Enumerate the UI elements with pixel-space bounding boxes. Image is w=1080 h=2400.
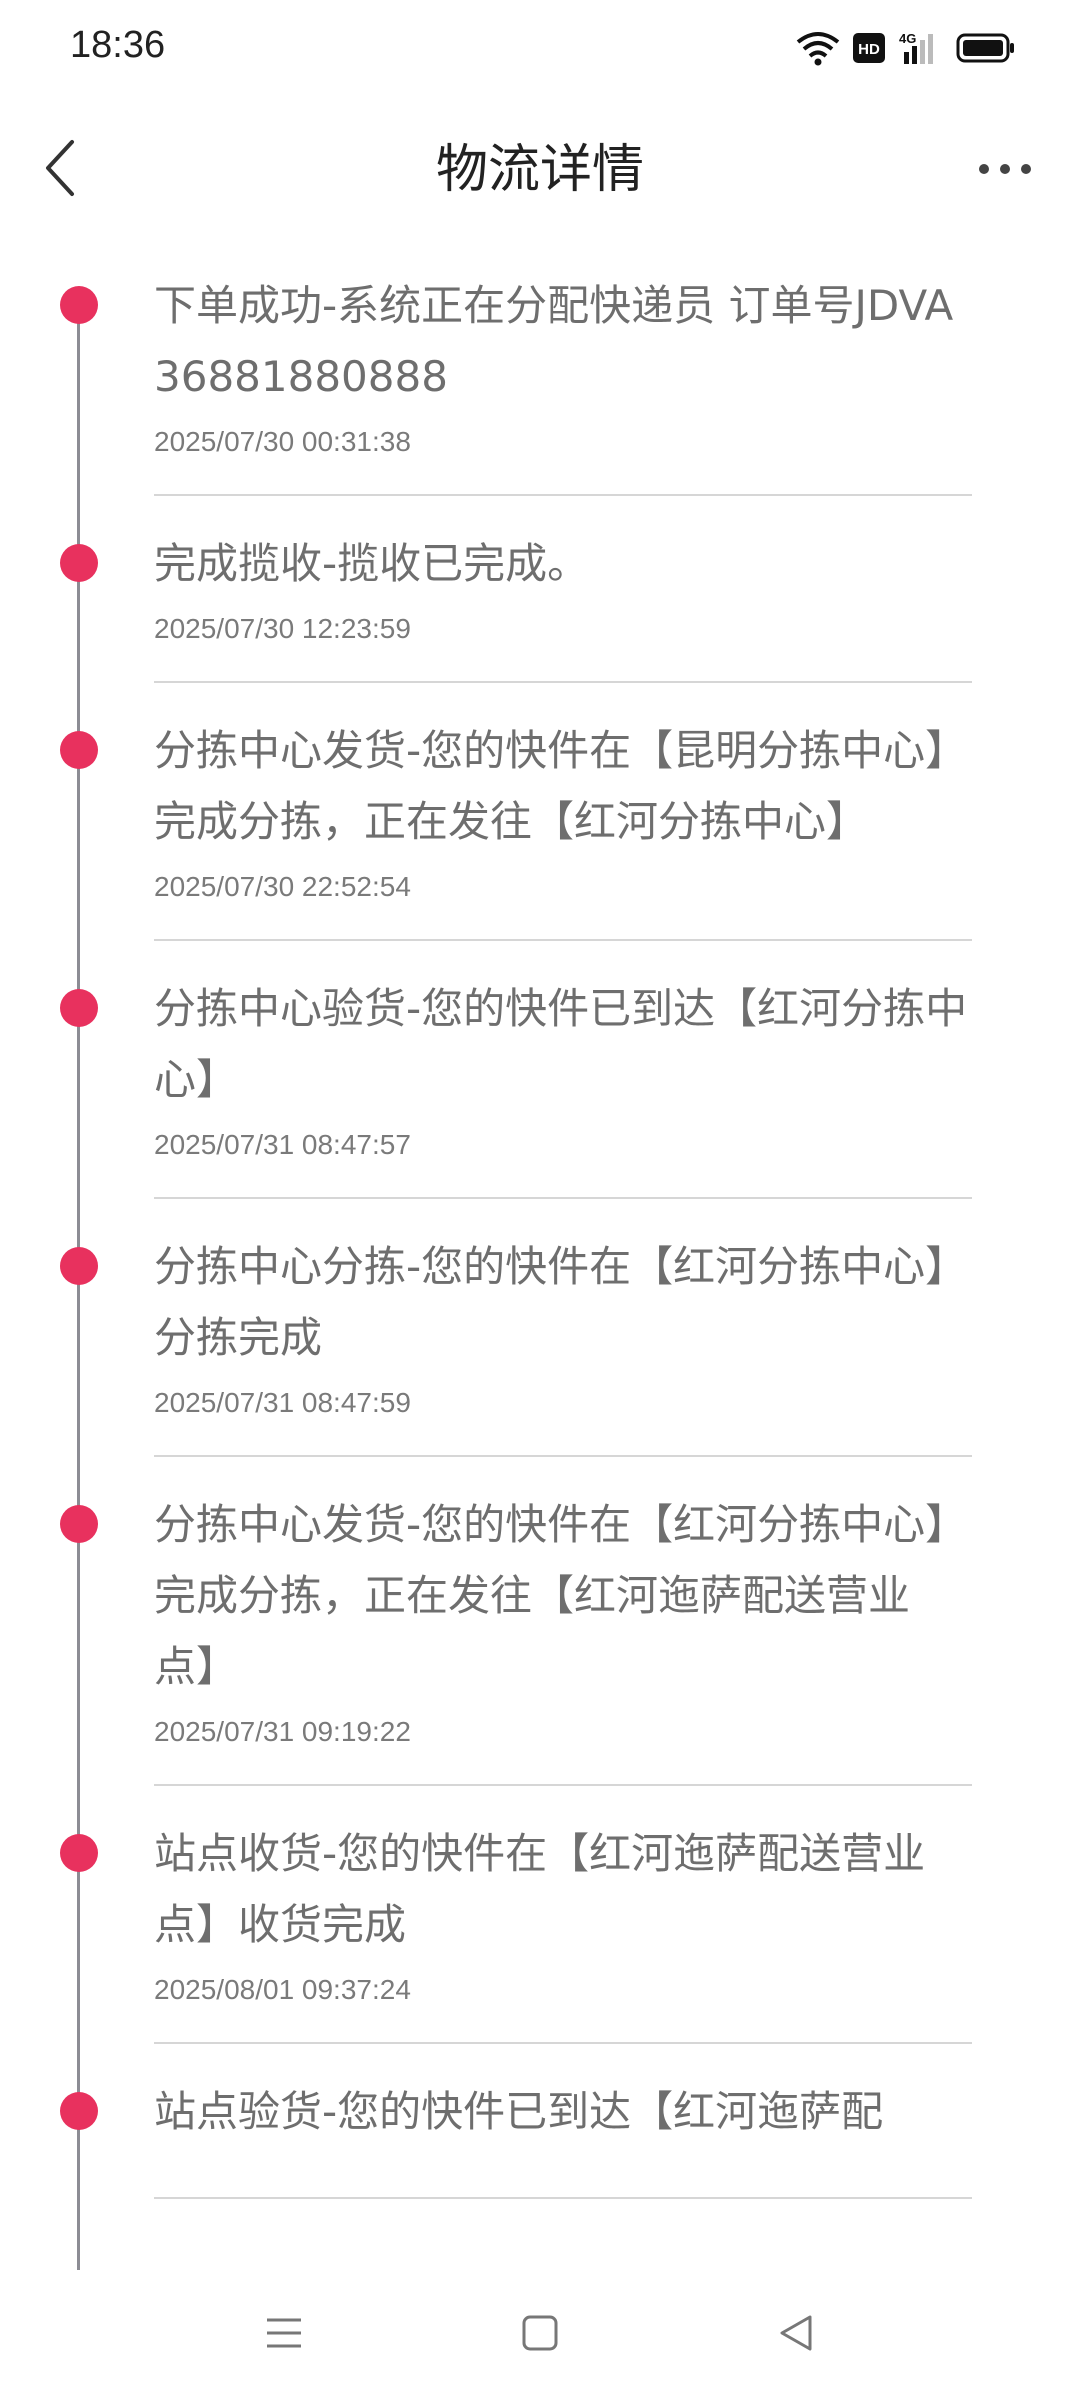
menu-button[interactable] — [244, 2300, 324, 2370]
event-time: 2025/07/30 00:31:38 — [154, 426, 411, 457]
hd-icon: HD — [852, 32, 886, 64]
timeline-event: 站点收货-您的快件在【红河迤萨配送营业点】收货完成 2025/08/01 09:… — [0, 1786, 1080, 2044]
back-nav-button[interactable] — [756, 2300, 836, 2370]
event-time: 2025/07/31 09:19:22 — [154, 1716, 411, 1747]
timeline-event: 分拣中心发货-您的快件在【昆明分拣中心】完成分拣，正在发往【红河分拣中心】 20… — [0, 683, 1080, 941]
timeline-event: 分拣中心发货-您的快件在【红河分拣中心】完成分拣，正在发往【红河迤萨配送营业点】… — [0, 1457, 1080, 1786]
event-text: 分拣中心发货-您的快件在【红河分拣中心】完成分拣，正在发往【红河迤萨配送营业点】 — [154, 1500, 968, 1691]
timeline-dot — [60, 989, 98, 1027]
timeline-dot — [60, 544, 98, 582]
home-square-icon — [520, 2313, 560, 2357]
timeline-event: 分拣中心分拣-您的快件在【红河分拣中心】分拣完成 2025/07/31 08:4… — [0, 1199, 1080, 1457]
svg-text:4G: 4G — [899, 31, 916, 46]
timeline-dot — [60, 731, 98, 769]
4g-signal-icon: 4G — [898, 30, 944, 66]
event-time: 2025/07/31 08:47:57 — [154, 1129, 411, 1160]
more-button[interactable] — [960, 130, 1050, 210]
status-time: 18:36 — [70, 24, 166, 66]
more-dots-icon — [977, 161, 1033, 180]
wifi-icon — [796, 30, 840, 66]
battery-icon — [956, 32, 1016, 64]
event-time: 2025/07/30 22:52:54 — [154, 871, 411, 902]
page-title: 物流详情 — [435, 140, 644, 200]
event-time: 2025/07/31 08:47:59 — [154, 1387, 411, 1418]
logistics-timeline[interactable]: 下单成功-系统正在分配快递员 订单号JDVA36881880888 2025/0… — [0, 260, 1080, 2270]
event-text: 站点收货-您的快件在【红河迤萨配送营业点】收货完成 — [154, 1829, 926, 1949]
timeline-dot — [60, 1247, 98, 1285]
timeline-event: 站点验货-您的快件已到达【红河迤萨配 — [0, 2044, 1080, 2199]
timeline-dot — [60, 2092, 98, 2130]
home-button[interactable] — [500, 2300, 580, 2370]
event-text: 下单成功-系统正在分配快递员 订单号JDVA36881880888 — [154, 281, 954, 401]
timeline-event: 完成揽收-揽收已完成。 2025/07/30 12:23:59 — [0, 496, 1080, 683]
svg-text:HD: HD — [858, 41, 880, 58]
menu-icon — [264, 2315, 304, 2355]
event-time: 2025/08/01 09:37:24 — [154, 1974, 411, 2005]
system-nav-bar — [0, 2270, 1080, 2400]
back-button[interactable] — [20, 130, 100, 210]
event-text: 站点验货-您的快件已到达【红河迤萨配 — [154, 2087, 884, 2136]
event-text: 分拣中心验货-您的快件已到达【红河分拣中心】 — [154, 984, 968, 1104]
timeline-dot — [60, 1834, 98, 1872]
timeline-event: 分拣中心验货-您的快件已到达【红河分拣中心】 2025/07/31 08:47:… — [0, 941, 1080, 1199]
event-text: 分拣中心发货-您的快件在【昆明分拣中心】完成分拣，正在发往【红河分拣中心】 — [154, 726, 968, 846]
status-bar: 18:36 HD 4G — [0, 0, 1080, 96]
status-icons: HD 4G — [796, 28, 1016, 68]
timeline-dot — [60, 286, 98, 324]
event-text: 分拣中心分拣-您的快件在【红河分拣中心】分拣完成 — [154, 1242, 968, 1362]
timeline-line — [77, 306, 80, 2270]
chevron-left-icon — [40, 138, 80, 202]
timeline-event: 下单成功-系统正在分配快递员 订单号JDVA36881880888 2025/0… — [0, 260, 1080, 496]
back-triangle-icon — [776, 2313, 816, 2357]
event-text: 完成揽收-揽收已完成。 — [154, 539, 590, 588]
timeline-dot — [60, 1505, 98, 1543]
event-time: 2025/07/30 12:23:59 — [154, 613, 411, 644]
header: 物流详情 — [0, 110, 1080, 230]
